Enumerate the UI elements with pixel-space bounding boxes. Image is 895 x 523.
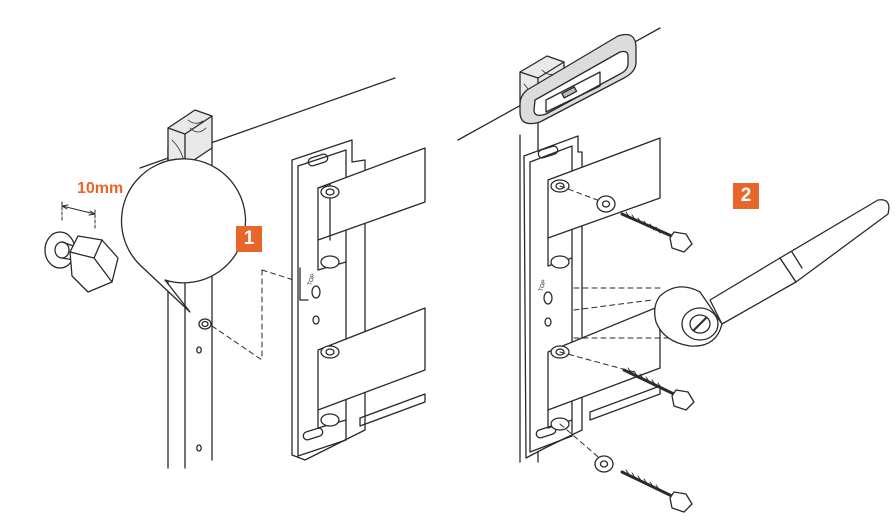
spirit-level-icon xyxy=(519,33,637,125)
washer-icon xyxy=(594,455,614,473)
callout-hex-bolt xyxy=(44,231,119,293)
bracket-marking: TOP xyxy=(307,273,317,287)
alignment-guides-left xyxy=(211,269,301,361)
wood-screw-icon xyxy=(622,367,695,411)
ratchet-wrench-icon xyxy=(654,199,890,347)
mounting-bracket-icon: TOP xyxy=(291,139,426,461)
bolt-callout-bubble xyxy=(44,158,247,313)
bracket-marking: TOP xyxy=(538,279,548,293)
bolt-size-label: 10mm xyxy=(77,180,124,197)
hex-bolt-icon xyxy=(198,318,212,330)
alignment-guides-right xyxy=(559,185,701,463)
step-2-badge: 2 xyxy=(733,183,759,209)
wood-screw-icon xyxy=(620,469,693,513)
dimension-arrow xyxy=(61,201,96,231)
washer-icon xyxy=(596,195,616,213)
wood-screw-icon xyxy=(620,211,693,253)
step-1-badge: 1 xyxy=(236,226,262,252)
mounting-bracket-icon: TOP xyxy=(523,135,661,459)
